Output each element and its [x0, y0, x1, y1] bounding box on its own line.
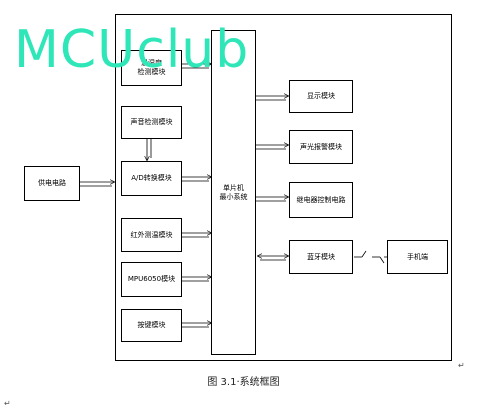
block-sound: 声音检测模块 [121, 106, 182, 139]
paragraph-mark-right: ↵ [458, 361, 465, 370]
wireless-link-bluetooth-phone [354, 250, 390, 264]
block-temp-humidity: 温湿度 检测模块 [121, 50, 182, 86]
figure-caption: 图 3.1·系统框图 [207, 377, 280, 388]
block-bluetooth: 蓝牙模块 [289, 240, 353, 274]
paragraph-mark-left: ↵ [4, 399, 11, 408]
block-power: 供电电路 [24, 166, 80, 201]
block-mcu: 单片机 最小系统 [211, 30, 256, 355]
block-alarm: 声光报警模块 [289, 130, 353, 164]
block-infrared: 红外测温模块 [121, 218, 182, 252]
block-display: 显示模块 [289, 80, 353, 113]
block-adc: A/D转换模块 [121, 161, 182, 196]
block-keys: 按键模块 [121, 309, 182, 342]
block-phone: 手机端 [387, 240, 448, 274]
block-relay: 继电器控制电路 [289, 182, 353, 218]
watermark-logo: MCUclub [14, 20, 250, 80]
block-mpu6050: MPU6050模块 [121, 262, 182, 297]
system-frame [115, 14, 452, 361]
